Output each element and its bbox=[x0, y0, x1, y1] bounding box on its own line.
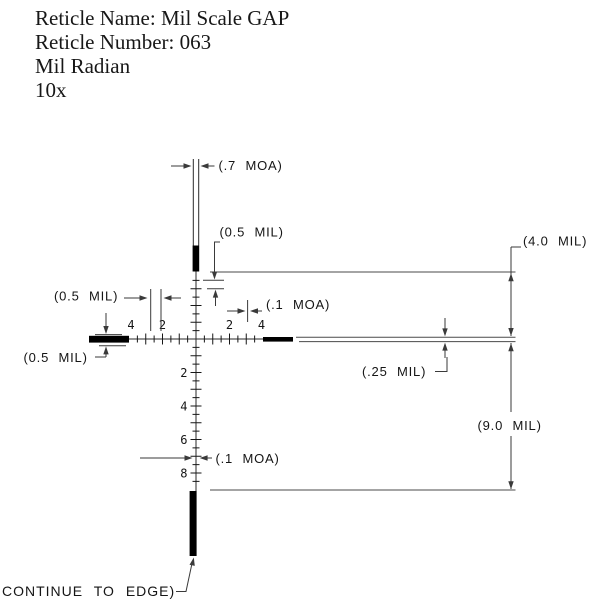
arrowhead bbox=[508, 328, 514, 336]
label-left-halfmil: (0.5 MIL) bbox=[54, 289, 118, 304]
spec-header: Reticle Name: Mil Scale GAP Reticle Numb… bbox=[35, 6, 289, 102]
label-9mil: (9.0 MIL) bbox=[478, 418, 542, 433]
left-heavy-post bbox=[89, 335, 129, 343]
arrowhead bbox=[442, 342, 448, 351]
annotation-labels: (.7 MOA) (0.5 MIL) (4.0 MIL) (0.5 MIL) (… bbox=[2, 158, 587, 599]
v-down-8: 8 bbox=[180, 467, 187, 481]
arrowhead bbox=[508, 273, 514, 282]
label-upper-halfmil: (0.5 MIL) bbox=[220, 225, 284, 240]
h-left-2: 2 bbox=[159, 318, 166, 332]
v-down-4: 4 bbox=[180, 400, 187, 414]
reticle-name: Reticle Name: Mil Scale GAP bbox=[35, 6, 290, 30]
arrowhead bbox=[184, 455, 193, 461]
reticle-crosshair bbox=[89, 159, 516, 556]
mil-tick-marks bbox=[136, 279, 256, 482]
label-4mil: (4.0 MIL) bbox=[523, 234, 587, 249]
leader-continue bbox=[176, 561, 193, 592]
arrowhead bbox=[212, 289, 219, 298]
arrowhead bbox=[103, 346, 109, 355]
arrowhead bbox=[189, 557, 195, 566]
arrowhead bbox=[103, 326, 109, 334]
arrowhead bbox=[442, 328, 448, 337]
scale-numbers: 4 2 2 4 2 4 6 8 bbox=[127, 318, 265, 481]
leader-upper-halfmil bbox=[214, 241, 220, 273]
arrowhead bbox=[199, 455, 208, 461]
label-quartermil: (.25 MIL) bbox=[362, 364, 426, 379]
reticle-magnification: 10x bbox=[35, 78, 67, 102]
arrowhead bbox=[237, 308, 246, 314]
arrowhead bbox=[200, 163, 209, 169]
h-left-4: 4 bbox=[127, 318, 134, 332]
arrowhead bbox=[508, 481, 514, 490]
reticle-units: Mil Radian bbox=[35, 54, 131, 78]
arrowhead bbox=[163, 295, 172, 301]
top-heavy-post bbox=[192, 245, 200, 272]
arrowhead bbox=[183, 163, 192, 169]
dimension-lines bbox=[95, 163, 521, 592]
arrowhead bbox=[508, 343, 514, 352]
h-right-2: 2 bbox=[226, 318, 233, 332]
label-continue-to-edge: CONTINUE TO EDGE) bbox=[2, 583, 175, 599]
arrowhead bbox=[250, 308, 258, 314]
label-leftpost-halfmil: (0.5 MIL) bbox=[24, 350, 88, 365]
v-down-6: 6 bbox=[180, 433, 187, 447]
dimension-arrowheads bbox=[103, 163, 514, 566]
reticle-number: Reticle Number: 063 bbox=[35, 30, 212, 54]
bottom-heavy-post bbox=[189, 491, 197, 556]
bracket-25mil bbox=[435, 357, 448, 372]
label-7moa: (.7 MOA) bbox=[219, 158, 283, 173]
v-down-2: 2 bbox=[180, 366, 187, 380]
label-lower-1moa: (.1 MOA) bbox=[216, 451, 280, 466]
arrowhead bbox=[139, 295, 148, 301]
arrowhead bbox=[211, 271, 218, 280]
h-right-4: 4 bbox=[258, 318, 265, 332]
right-heavy-post bbox=[263, 337, 293, 342]
label-upper-1moa: (.1 MOA) bbox=[266, 297, 330, 312]
